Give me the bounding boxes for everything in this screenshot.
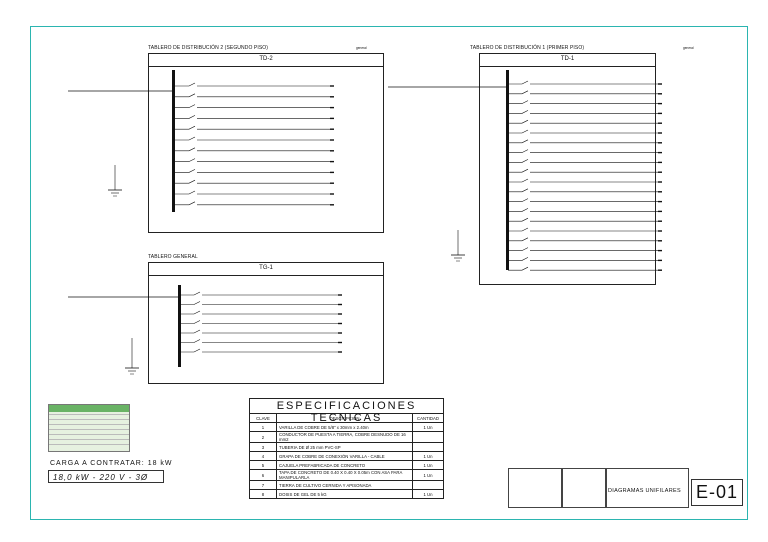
td1-note: general <box>683 46 694 50</box>
td2-label: TD-2 <box>259 56 273 62</box>
load-table-row <box>49 429 129 434</box>
load-table-row <box>49 424 129 429</box>
td2-note: general <box>356 46 367 50</box>
td1-label: TD-1 <box>560 56 575 62</box>
drawing-frame <box>30 26 748 520</box>
circuit-line <box>508 110 658 114</box>
circuit-line <box>175 93 330 98</box>
circuit-line <box>180 320 338 324</box>
tg-label: TG-1 <box>259 265 273 271</box>
circuit-line <box>508 90 658 95</box>
circuit-line <box>508 178 658 183</box>
circuit-line <box>508 237 658 242</box>
td1-board: TD-1 <box>479 53 656 285</box>
circuit-line <box>508 247 658 251</box>
circuit-line <box>180 301 338 305</box>
load-value: 18,0 kW - 220 V - 3Ø <box>48 470 164 483</box>
circuit-line <box>508 168 658 173</box>
tg-circuits-svg <box>68 291 342 375</box>
circuit-line <box>508 198 658 202</box>
circuit-line <box>180 310 338 315</box>
circuit-line <box>508 119 658 124</box>
tg-busbar <box>178 285 181 367</box>
load-table-row <box>49 439 129 444</box>
titleblock-name-cell <box>605 468 689 508</box>
circuit-line <box>180 348 338 353</box>
circuit-line <box>508 266 658 271</box>
load-label: CARGA A CONTRATAR: 18 kW <box>50 460 173 467</box>
circuit-line <box>175 201 330 206</box>
circuit-line <box>508 227 658 232</box>
circuit-line <box>175 190 330 195</box>
load-table-header <box>49 405 129 412</box>
td1-busbar <box>506 70 509 270</box>
circuit-line <box>508 257 658 261</box>
titleblock-cell <box>508 468 563 508</box>
tg-header: TG-1 <box>149 263 383 276</box>
circuit-line <box>175 179 330 184</box>
circuit-line <box>175 158 330 162</box>
td1-title: TABLERO DE DISTRIBUCIÓN 1 (PRIMER PISO) <box>470 45 585 51</box>
circuit-line <box>508 80 658 85</box>
load-table-row <box>49 414 129 419</box>
circuit-line <box>508 139 658 144</box>
circuit-line <box>180 329 338 334</box>
circuit-line <box>508 159 658 163</box>
circuit-line <box>508 129 658 134</box>
circuit-line <box>508 188 658 193</box>
circuit-line <box>508 217 658 222</box>
td1-circuits-svg <box>388 80 662 271</box>
td2-busbar <box>172 70 175 212</box>
td2-title: TABLERO DE DISTRIBUCIÓN 2 (SEGUNDO PISO) <box>148 45 269 51</box>
sheet-name: DIAGRAMAS UNIFILARES <box>608 488 681 494</box>
load-table-row <box>49 419 129 424</box>
circuit-line <box>175 136 330 141</box>
sheet-code: E-01 <box>691 479 743 506</box>
tg-title: TABLERO GENERAL <box>148 254 198 260</box>
circuit-line <box>175 115 330 119</box>
td2-circuits-svg <box>68 82 334 206</box>
circuit-line <box>180 291 338 296</box>
specs-heading: ESPECIFICACIONES TECNICAS <box>276 400 417 424</box>
td1-header: TD-1 <box>480 54 655 67</box>
circuit-line <box>175 82 330 87</box>
circuit-line <box>175 125 330 130</box>
circuit-line <box>175 169 330 173</box>
titleblock-cell <box>561 468 607 508</box>
load-table <box>48 404 130 452</box>
td2-board: TD-2 <box>148 53 384 233</box>
circuit-line <box>180 339 338 343</box>
specs-title-cell <box>249 398 444 414</box>
td2-header: TD-2 <box>149 54 383 67</box>
circuit-line <box>175 147 330 152</box>
load-table-row <box>49 444 129 449</box>
circuit-line <box>508 208 658 212</box>
circuit-line <box>508 100 658 104</box>
circuit-line <box>508 149 658 153</box>
circuit-line <box>175 104 330 108</box>
load-table-row <box>49 434 129 439</box>
tg-board: TG-1 <box>148 262 384 384</box>
